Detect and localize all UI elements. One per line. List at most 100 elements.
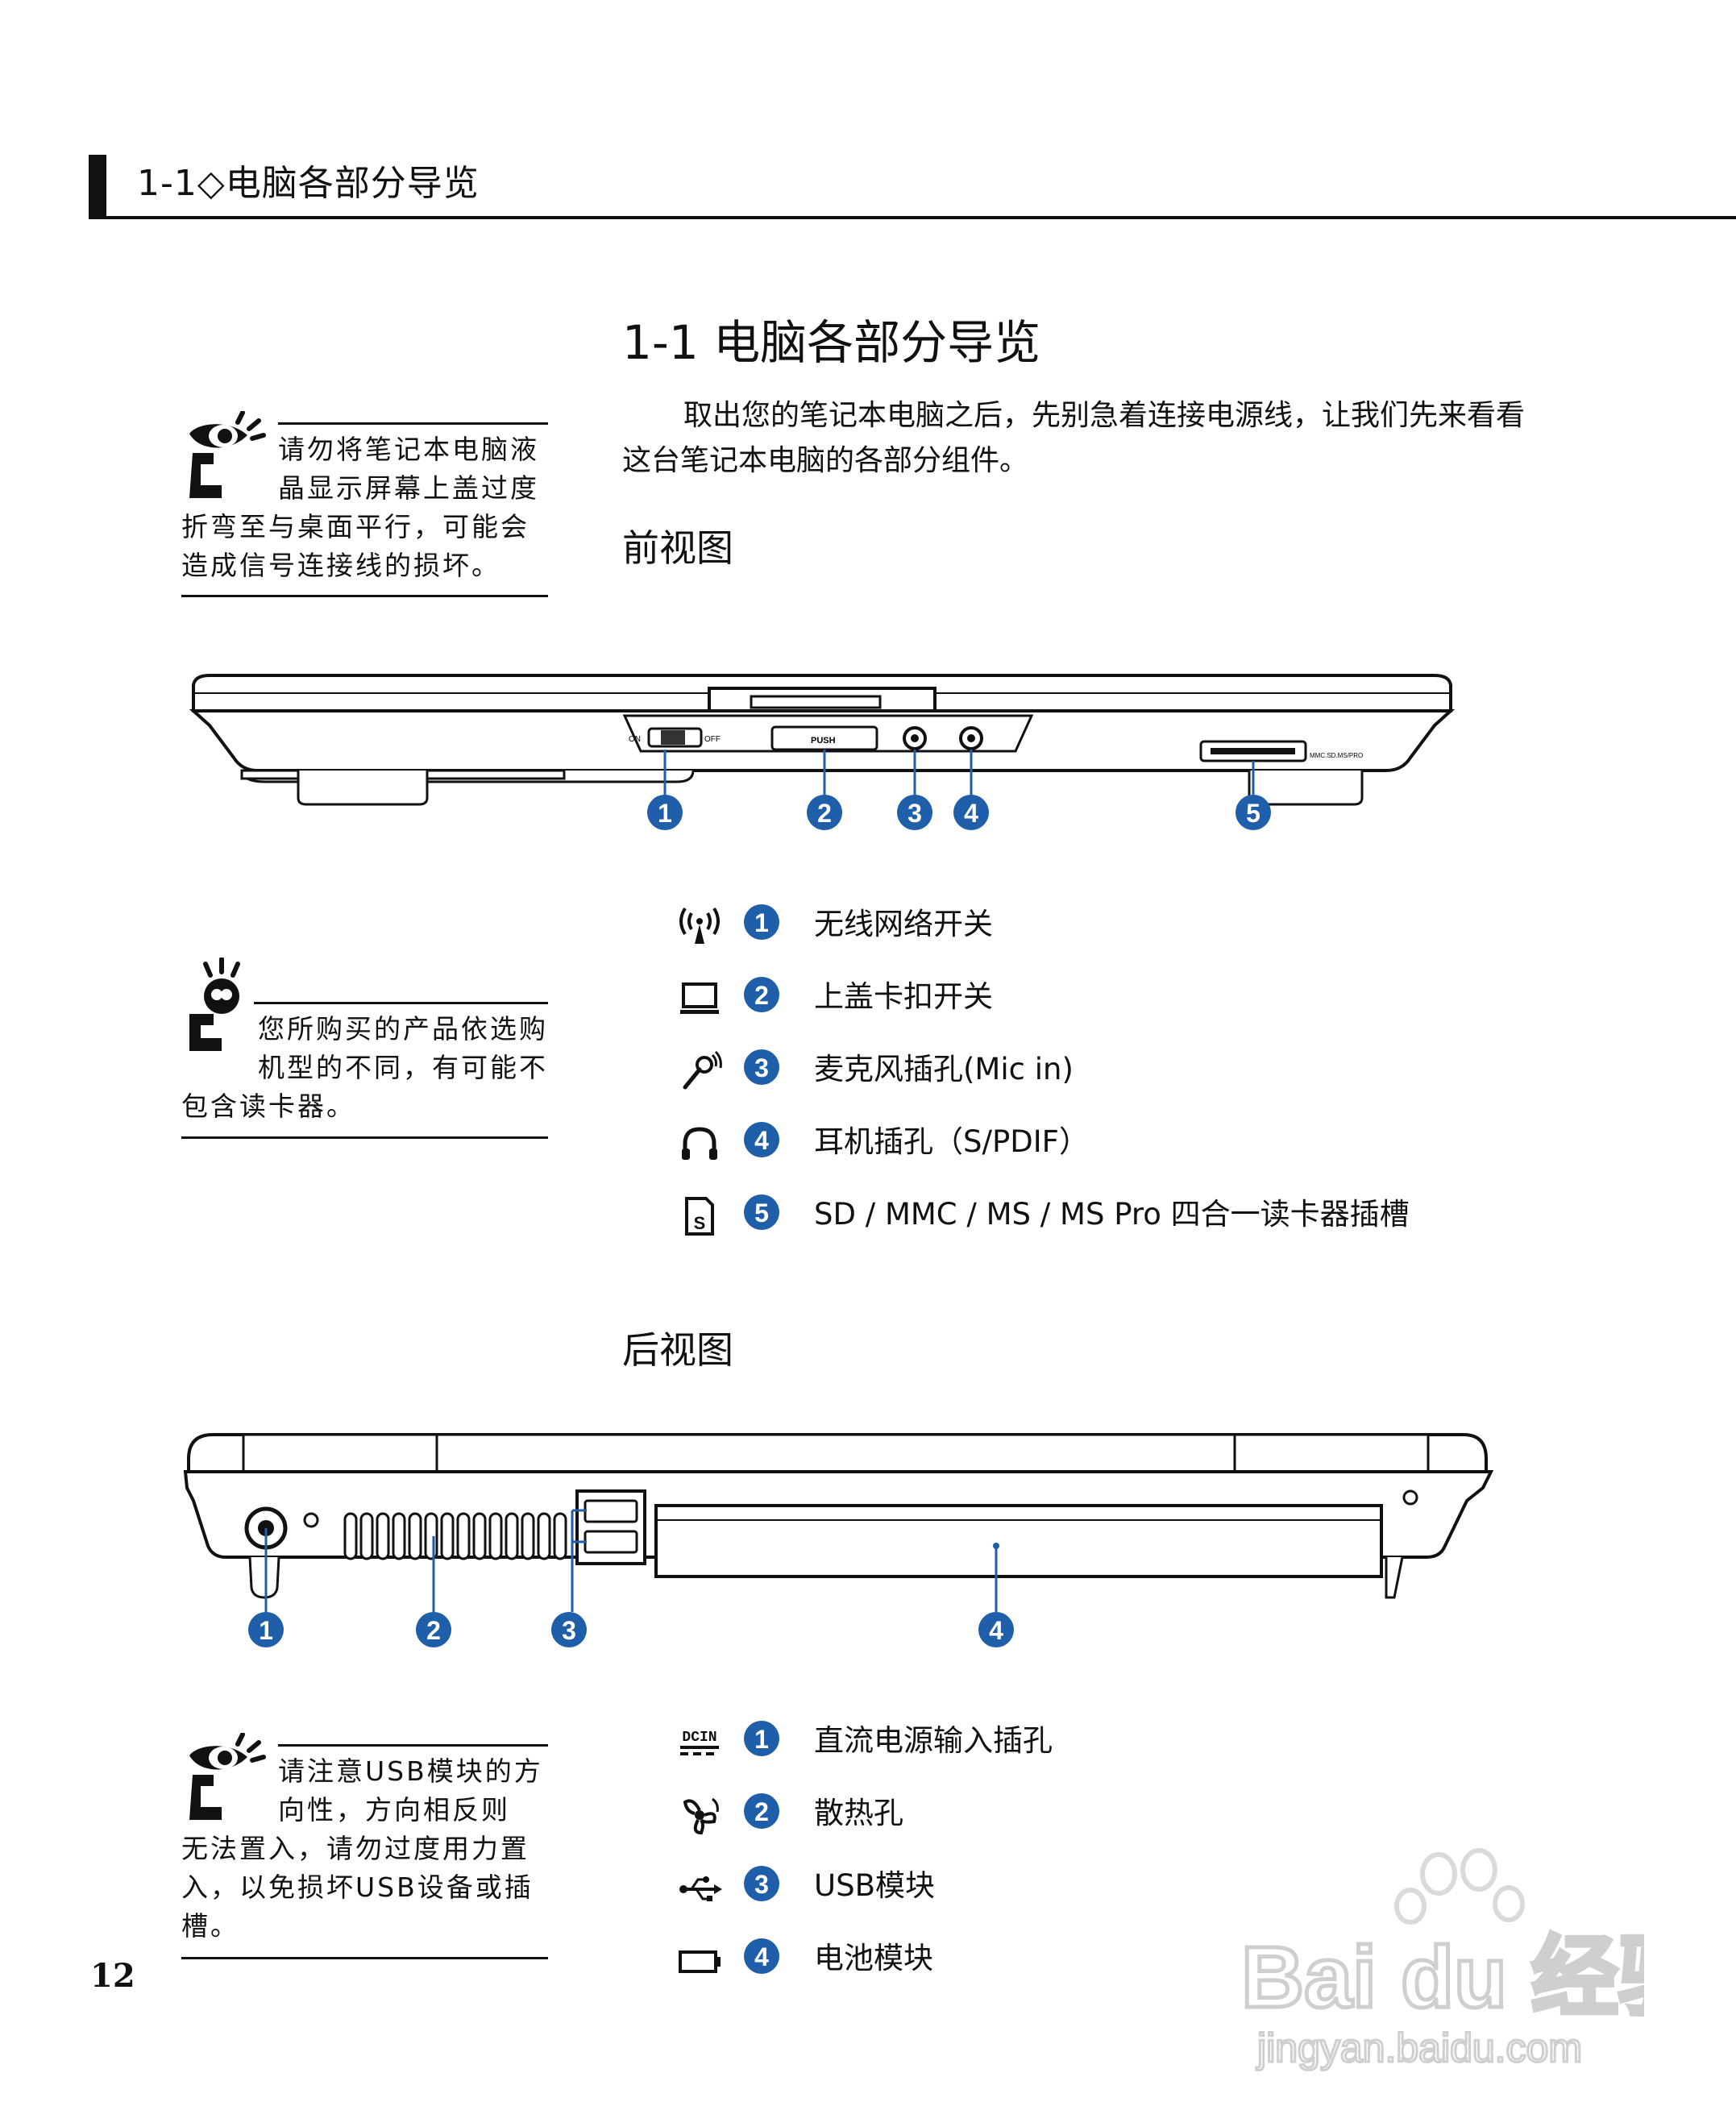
svg-text:4: 4 xyxy=(754,1126,769,1155)
front-callout: 5 xyxy=(1236,795,1271,830)
headphone-icon xyxy=(682,1127,717,1160)
front-callout: 1 xyxy=(647,795,683,830)
svg-text:5: 5 xyxy=(754,1198,769,1228)
note-line: 请注意USB模块的方 xyxy=(278,1755,543,1787)
watermark-brand: Bai du 经验 xyxy=(1241,1928,1644,2025)
svg-text:4: 4 xyxy=(964,799,978,828)
number-badge: 4 xyxy=(744,1122,779,1157)
svg-text:2: 2 xyxy=(754,1797,769,1826)
usb-port[interactable] xyxy=(584,1530,638,1554)
number-badge: 3 xyxy=(744,1866,779,1901)
front-callout: 2 xyxy=(807,795,842,830)
svg-text:1: 1 xyxy=(754,908,769,937)
rear-callout: 3 xyxy=(551,1612,587,1647)
svg-text:2: 2 xyxy=(426,1616,441,1645)
baidu-watermark-logo: Bai du 经验 jingyan.baidu.com xyxy=(1240,1848,1644,2071)
list-item: DCIN 1 直流电源输入插孔 xyxy=(677,1715,1725,1788)
wireless-icon xyxy=(679,907,720,944)
lid-latch-icon xyxy=(680,982,719,1014)
note-line: 折弯至与桌面平行，可能会 xyxy=(181,511,530,542)
card-label: MMC.SD.MS/PRO xyxy=(1310,752,1363,759)
list-item: 3 麦克风插孔(Mic in) xyxy=(677,1044,1725,1116)
number-badge: 1 xyxy=(744,904,779,940)
number-badge: 2 xyxy=(744,1793,779,1829)
svg-text:3: 3 xyxy=(754,1053,769,1082)
battery-module[interactable] xyxy=(654,1504,1383,1578)
note-line: 向性，方向相反则 xyxy=(278,1794,510,1826)
svg-text:1: 1 xyxy=(754,1725,769,1754)
svg-text:S: S xyxy=(694,1213,706,1233)
eye-caution-icon xyxy=(189,411,266,498)
note-line: 无法置入，请勿过度用力置 xyxy=(181,1833,530,1864)
rear-view-title: 后视图 xyxy=(622,1328,733,1372)
svg-text:5: 5 xyxy=(1246,799,1260,828)
list-item: 4 电池模块 xyxy=(677,1933,1725,2005)
number-badge: 5 xyxy=(744,1194,779,1230)
fan-vent xyxy=(343,1512,567,1560)
rear-callout: 1 xyxy=(248,1612,284,1647)
note-line: 您所购买的产品依选购 xyxy=(258,1013,548,1045)
section-title: 1-1 电脑各部分导览 xyxy=(622,315,1041,370)
item-label: SD / MMC / MS / MS Pro 四合一读卡器插槽 xyxy=(814,1197,1410,1232)
rear-callout: 4 xyxy=(978,1612,1014,1647)
note-line: 晶显示屏幕上盖过度 xyxy=(278,472,539,504)
card-reader-icon: S xyxy=(685,1197,714,1236)
item-label: 麦克风插孔(Mic in) xyxy=(814,1052,1074,1086)
svg-text:3: 3 xyxy=(907,799,922,828)
header-title: 1-1◇电脑各部分导览 xyxy=(137,163,480,204)
list-item: 2 上盖卡扣开关 xyxy=(677,971,1725,1044)
list-item: 2 散热孔 xyxy=(677,1788,1725,1860)
svg-text:3: 3 xyxy=(562,1616,576,1645)
item-label: 散热孔 xyxy=(814,1796,903,1830)
svg-text:3: 3 xyxy=(754,1870,769,1899)
usb-port[interactable] xyxy=(584,1499,638,1523)
number-badge: 2 xyxy=(744,977,779,1012)
note-usb-warning: 请注意USB模块的方 向性，方向相反则 无法置入，请勿过度用力置 入，以免损坏U… xyxy=(181,1733,548,1967)
on-label: ON xyxy=(629,735,641,744)
svg-text:DCIN: DCIN xyxy=(682,1730,716,1746)
number-badge: 3 xyxy=(744,1049,779,1085)
battery-icon xyxy=(679,1950,721,1973)
header-rule xyxy=(89,216,1736,219)
svg-text:4: 4 xyxy=(754,1942,769,1971)
note-line: 请勿将笔记本电脑液 xyxy=(278,434,539,465)
svg-text:2: 2 xyxy=(754,981,769,1010)
header-bar xyxy=(89,155,106,219)
microphone-icon xyxy=(683,1050,722,1090)
rear-legend: DCIN 1 直流电源输入插孔 2 散热孔 3 USB模块 4 电池模块 xyxy=(677,1715,1725,2005)
intro-text: 取出您的笔记本电脑之后，先别急着连接电源线，让我们先来看看这台笔记本电脑的各部分… xyxy=(622,399,1526,477)
note-line: 包含读卡器。 xyxy=(181,1090,355,1122)
item-label: 耳机插孔（S/PDIF） xyxy=(814,1124,1089,1159)
front-callout: 4 xyxy=(953,795,989,830)
note-line: 槽。 xyxy=(181,1910,239,1942)
front-view-diagram: ON OFF PUSH MMC.SD.MS/PRO 1 2 3 4 5 xyxy=(189,674,1456,830)
front-view-title: 前视图 xyxy=(622,526,733,570)
item-label: 直流电源输入插孔 xyxy=(814,1723,1053,1758)
svg-text:1: 1 xyxy=(259,1616,273,1645)
item-label: USB模块 xyxy=(814,1868,935,1903)
front-callout: 3 xyxy=(897,795,932,830)
dc-in-icon: DCIN xyxy=(680,1730,719,1755)
note-line: 入，以免损坏USB设备或插 xyxy=(181,1871,534,1903)
svg-text:2: 2 xyxy=(817,799,832,828)
item-label: 无线网络开关 xyxy=(814,907,993,941)
item-label: 上盖卡扣开关 xyxy=(814,979,993,1014)
number-badge: 4 xyxy=(744,1938,779,1974)
push-label: PUSH xyxy=(811,736,836,746)
section-intro: 取出您的笔记本电脑之后，先别急着连接电源线，让我们先来看看这台笔记本电脑的各部分… xyxy=(622,393,1525,484)
note-line: 机型的不同，有可能不 xyxy=(258,1052,548,1083)
number-badge: 1 xyxy=(744,1721,779,1756)
list-item: 1 无线网络开关 xyxy=(677,899,1725,971)
page-number: 12 xyxy=(90,1957,135,1995)
watermark-url: jingyan.baidu.com xyxy=(1256,2025,1582,2071)
front-legend: 1 无线网络开关 2 上盖卡扣开关 3 麦克风插孔(Mic in) 4 耳机插孔… xyxy=(677,899,1725,1261)
fan-vent-icon xyxy=(683,1797,719,1835)
list-item: S 5 SD / MMC / MS / MS Pro 四合一读卡器插槽 xyxy=(677,1189,1725,1261)
svg-text:1: 1 xyxy=(658,799,672,828)
usb-icon xyxy=(679,1876,722,1901)
off-label: OFF xyxy=(704,735,721,744)
note-lcd-warning: 请勿将笔记本电脑液 晶显示屏幕上盖过度 折弯至与桌面平行，可能会 造成信号连接线… xyxy=(181,411,548,604)
eye-caution-icon xyxy=(189,1733,266,1820)
svg-text:4: 4 xyxy=(989,1616,1003,1645)
rear-callout: 2 xyxy=(416,1612,451,1647)
